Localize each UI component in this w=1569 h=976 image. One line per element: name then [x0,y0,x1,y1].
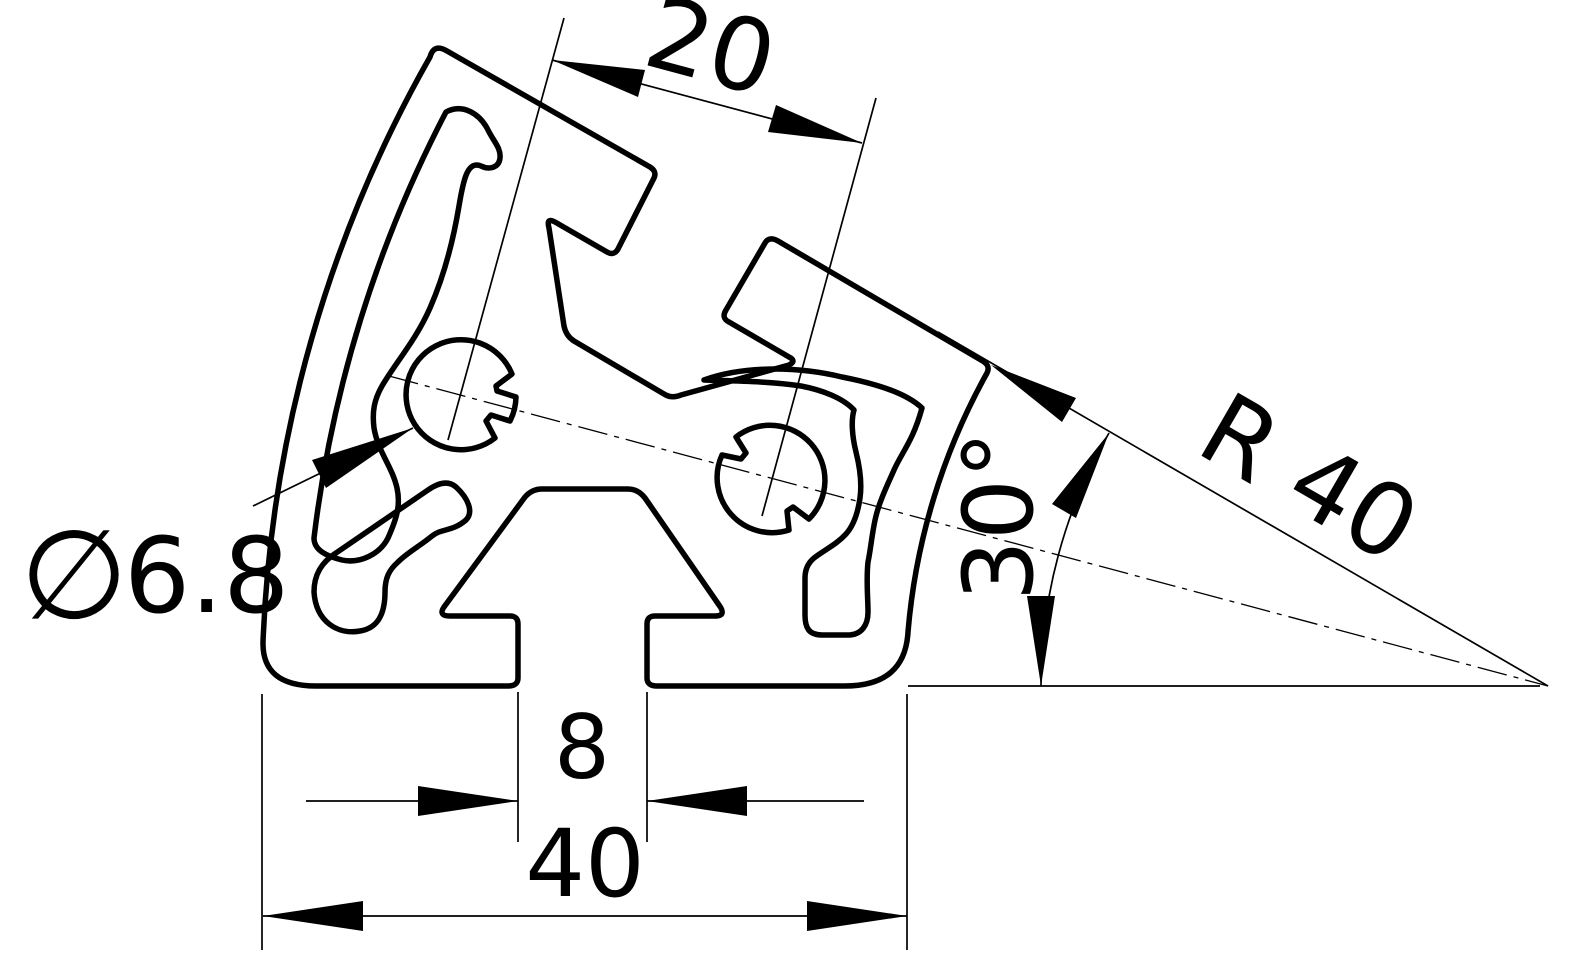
dimension-texts-group: 20 R 40 30° ∅ 6.8 8 40 [20,0,1437,919]
dim20-arrow-left [552,60,645,97]
angle-arrow-bottom [1027,596,1055,686]
centerlines-group [388,375,1549,687]
angle-arrow-top [1052,433,1109,518]
radius-arrow [991,365,1076,422]
dim-core-hole-value: 6.8 [124,515,289,637]
arrowheads-group [263,60,1109,931]
dim40-arrow-left [263,901,363,931]
dim20-arrow-right [768,105,862,143]
right-core-hole-path [714,422,828,536]
dim8-arrow-right [647,786,747,816]
dim-outer-radius-label: R 40 [1181,370,1437,586]
dim-angle-label: 30° [943,431,1055,601]
dim8-arrow-left [418,786,518,816]
dim-profile-width-label: 40 [525,810,645,919]
dim20-extension-left [447,17,565,441]
dim40-arrow-right [807,901,907,931]
lower-left-cavity-path [311,480,473,635]
left-cavity-path [311,106,503,564]
profile-body-group [260,45,991,689]
hole-axis-centerline [388,375,1549,687]
outer-contour-path [260,45,991,689]
dim20-extension-right [761,97,877,517]
dim-slot-width-label: 8 [554,696,610,799]
diameter-leader-arrow [312,428,413,488]
dim-core-hole-symbol: ∅ [20,504,128,648]
right-cavity-path [701,366,925,638]
dim-slot-spacing-label: 20 [634,0,787,120]
left-core-hole-path [403,337,519,453]
